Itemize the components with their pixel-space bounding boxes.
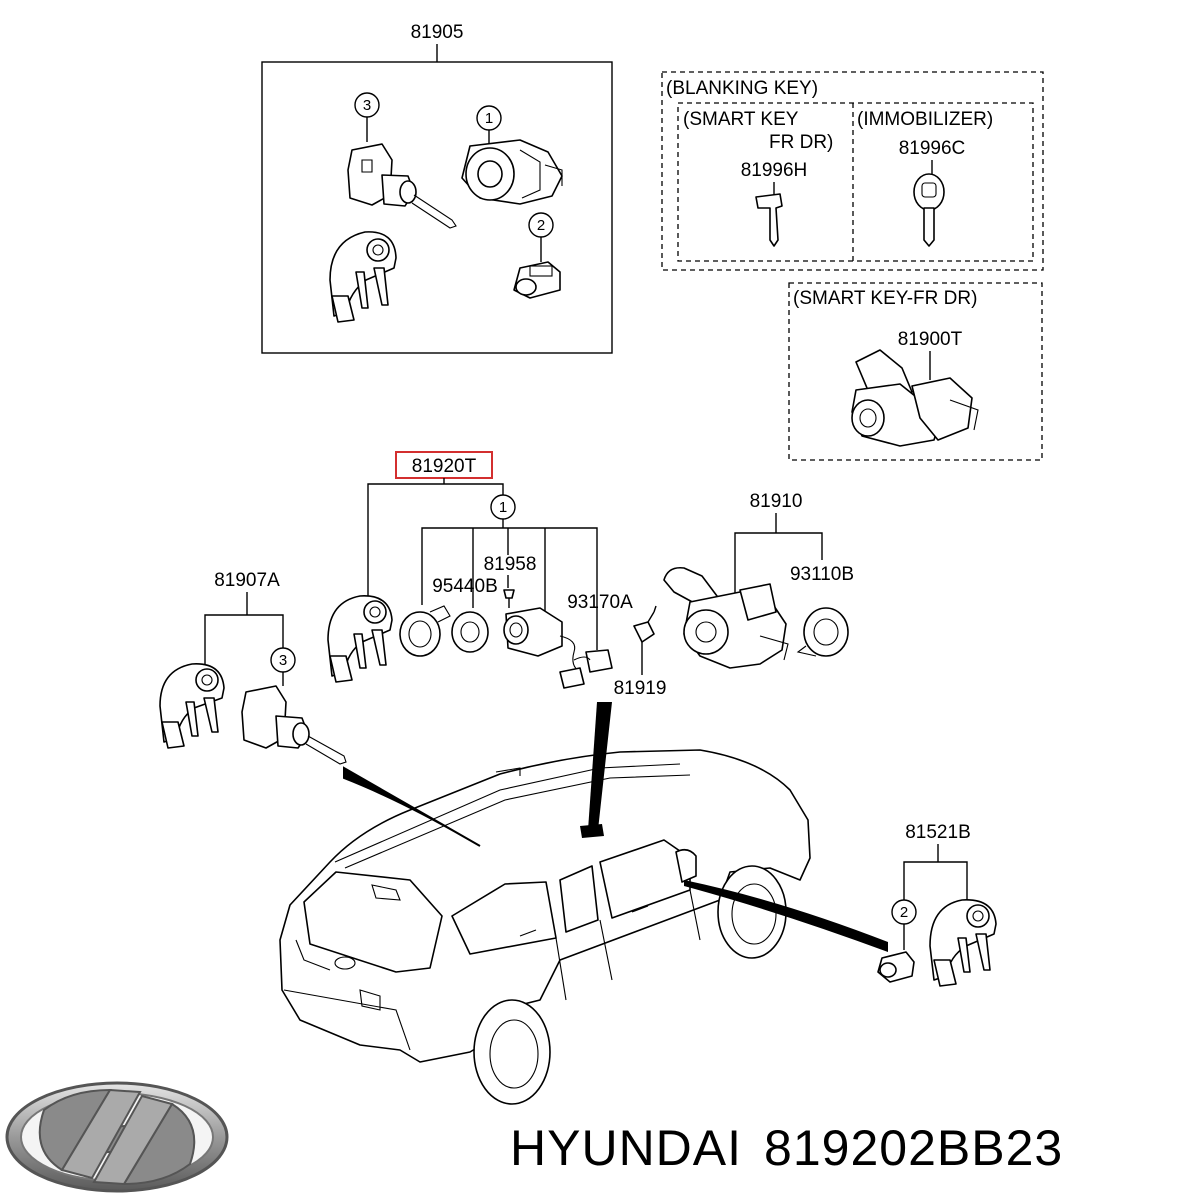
blanking-key-frame <box>661 71 1044 271</box>
smart-key-fr-dr-group: (SMART KEY-FR DR) 81900T <box>788 282 1043 461</box>
label-93170A: 93170A <box>567 592 633 613</box>
svg-text:2: 2 <box>537 217 545 234</box>
brand-name: HYUNDAI <box>510 1120 743 1176</box>
label-81900T: 81900T <box>898 329 963 350</box>
label-smart-key: (SMART KEY <box>683 109 799 130</box>
wire-harness-drawing <box>559 635 613 689</box>
label-smart-key-fr-dr-title: (SMART KEY-FR DR) <box>793 288 977 309</box>
smart-key-blade-drawing <box>755 193 783 247</box>
set-81521B: 81521B 2 <box>877 822 997 987</box>
steering-lock-body-drawing <box>663 566 789 669</box>
coil-antenna-drawing <box>451 611 489 653</box>
key-set-81907A-drawing <box>159 663 225 749</box>
smart-key-fr-dr-frame <box>788 282 1043 461</box>
screw-drawing <box>503 589 515 608</box>
lock-ring-drawing <box>399 605 451 657</box>
label-81919: 81919 <box>614 678 667 699</box>
hyundai-logo <box>5 1081 229 1193</box>
vehicle-drawing <box>279 749 811 1105</box>
inner-key-frame <box>677 102 1034 262</box>
label-95440B: 95440B <box>432 576 498 597</box>
set-81910: 81919 81910 93110B <box>614 491 854 699</box>
svg-text:2: 2 <box>900 904 908 921</box>
label-81521B: 81521B <box>905 822 971 843</box>
label-81907A: 81907A <box>214 570 280 591</box>
ignition-cylinder-drawing <box>461 139 563 205</box>
label-81996C: 81996C <box>899 138 966 159</box>
switch-81919-drawing <box>633 605 657 643</box>
door-lock-81907A-drawing <box>241 685 347 765</box>
set-81920T: 81920T 1 81958 95440B 93170A <box>327 451 633 689</box>
label-blanking-key: (BLANKING KEY) <box>666 78 818 99</box>
key-set-81521B-drawing <box>929 899 997 987</box>
blanking-key-group: (BLANKING KEY) (SMART KEY FR DR) (IMMOBI… <box>661 71 1044 271</box>
trunk-cylinder-81521B-drawing <box>877 951 915 983</box>
trunk-cylinder-drawing <box>513 261 561 299</box>
label-81920T: 81920T <box>412 456 477 477</box>
svg-text:3: 3 <box>279 652 287 669</box>
label-smart-key-fr-dr: FR DR) <box>769 132 833 153</box>
smart-key-lock-assembly-drawing <box>851 349 979 447</box>
part-number: 819202BB23 <box>764 1120 1064 1176</box>
svg-text:1: 1 <box>499 499 507 516</box>
label-81996H: 81996H <box>741 160 808 181</box>
key-set-81920T-drawing <box>327 595 393 683</box>
key-set-drawing <box>329 231 397 323</box>
label-93110B: 93110B <box>790 564 854 585</box>
set-81905: 81905 3 1 2 <box>261 22 613 354</box>
svg-text:3: 3 <box>363 97 371 114</box>
svg-text:1: 1 <box>485 110 493 127</box>
door-lock-cylinder-drawing <box>347 143 457 229</box>
immobilizer-key-drawing <box>913 173 945 247</box>
label-81910: 81910 <box>750 491 803 512</box>
immobilizer-coil-drawing <box>796 607 849 657</box>
set-81905-frame <box>261 61 613 354</box>
ignition-cylinder-81920T-drawing <box>503 607 563 657</box>
label-81958: 81958 <box>484 554 537 575</box>
brand-part-number: HYUNDAI 819202BB23 <box>510 1108 1190 1188</box>
label-immobilizer: (IMMOBILIZER) <box>857 109 993 130</box>
callout-arrows <box>343 702 888 952</box>
label-81905: 81905 <box>411 22 464 43</box>
set-81907A: 81907A 3 <box>159 570 347 765</box>
